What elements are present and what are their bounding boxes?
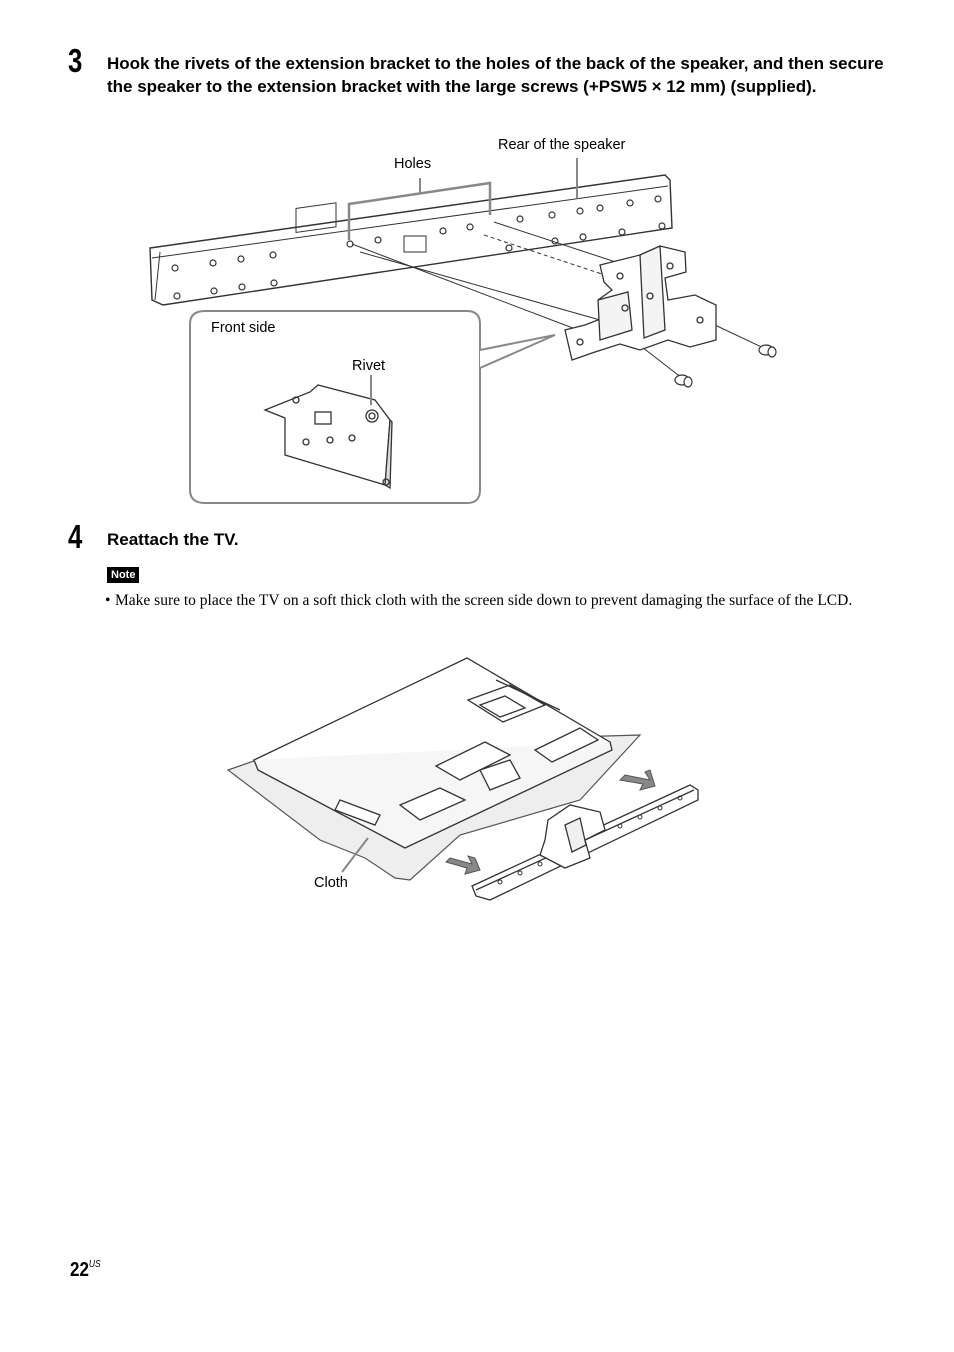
- page-number-value: 22: [70, 1259, 89, 1281]
- note-badge: Note: [107, 567, 140, 583]
- front-side-callout-box: [189, 310, 481, 504]
- note-text: Make sure to place the TV on a soft thic…: [115, 592, 853, 609]
- step-3-instruction: Hook the rivets of the extension bracket…: [107, 54, 884, 96]
- cloth-callout-line: [341, 837, 369, 873]
- page-number: 22US: [70, 1259, 101, 1282]
- screw-illustration: [674, 344, 777, 388]
- note-item: • Make sure to place the TV on a soft th…: [105, 590, 865, 612]
- note-bullet: •: [105, 592, 111, 609]
- front-side-label: Front side: [211, 320, 276, 336]
- extension-bracket-illustration: [564, 245, 717, 361]
- rivet-label: Rivet: [352, 358, 386, 374]
- arrow-icon: [445, 855, 481, 875]
- speaker-with-bracket-illustration: [471, 784, 699, 901]
- step-4-number: 4: [68, 518, 83, 555]
- cloth-label: Cloth: [314, 875, 348, 891]
- step-3-number: 3: [68, 42, 83, 79]
- page-region-code: US: [88, 1259, 101, 1270]
- step-4-instruction: Reattach the TV.: [107, 530, 239, 549]
- rear-of-speaker-label: Rear of the speaker: [498, 137, 626, 153]
- rivet-detail-illustration: [263, 384, 393, 490]
- holes-label: Holes: [394, 156, 432, 172]
- holes-callout-bracket: [347, 181, 492, 240]
- arrow-icon: [618, 769, 656, 791]
- tv-back-illustration: [252, 657, 613, 849]
- speaker-rear-illustration: [149, 174, 673, 306]
